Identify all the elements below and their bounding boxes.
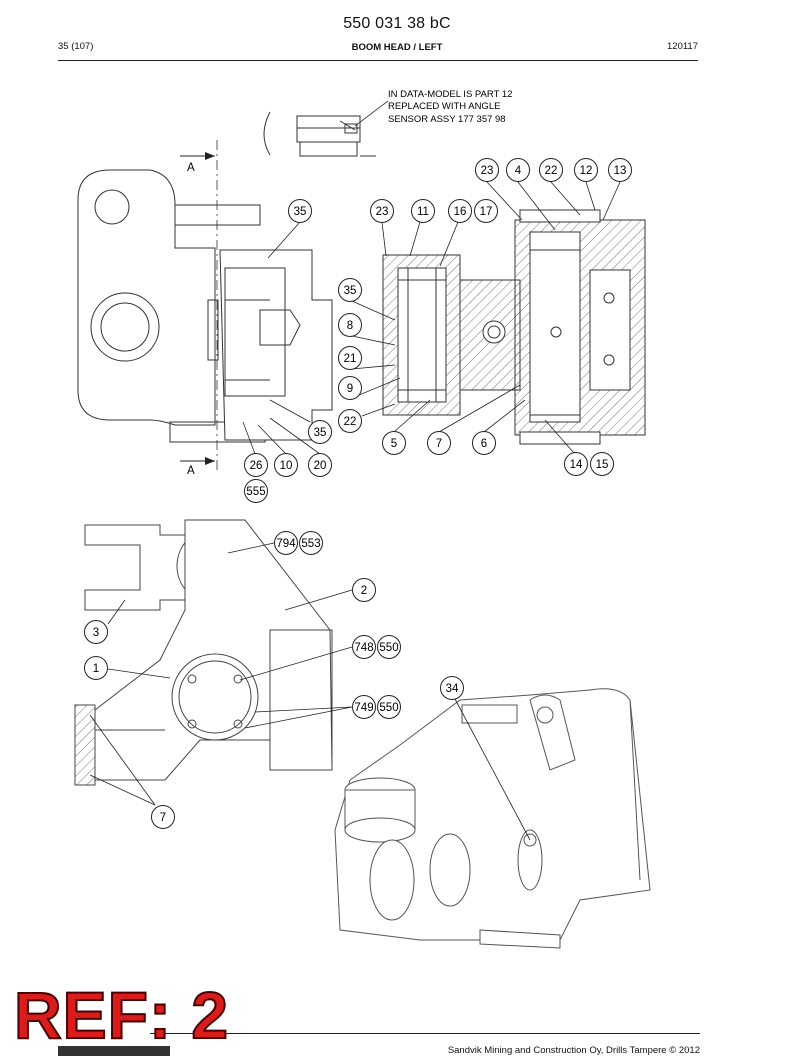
note-line-2: REPLACED WITH ANGLE: [388, 101, 500, 112]
callout-5: 5: [382, 431, 406, 455]
svg-text:35: 35: [294, 206, 307, 218]
svg-text:21: 21: [344, 353, 357, 365]
svg-text:2: 2: [361, 585, 367, 597]
callout-3: 3: [84, 620, 108, 644]
callout-6: 6: [472, 431, 496, 455]
svg-text:15: 15: [596, 459, 609, 471]
document-number: 550 031 38 bC: [343, 15, 451, 32]
svg-text:23: 23: [376, 206, 389, 218]
callout-1: 1: [84, 656, 108, 680]
callout-34: 34: [440, 676, 464, 700]
callout-35-c: 35: [308, 420, 332, 444]
svg-text:3: 3: [93, 627, 99, 639]
note-line-3: SENSOR ASSY 177 357 98: [388, 114, 506, 125]
header-divider: [58, 60, 698, 61]
callout-7-a: 7: [427, 431, 451, 455]
cylinder-section-left: [382, 254, 461, 416]
svg-text:749: 749: [354, 702, 373, 714]
svg-text:16: 16: [454, 206, 467, 218]
svg-text:35: 35: [344, 285, 357, 297]
bracket-plan-view: [74, 519, 333, 786]
callout-10: 10: [274, 453, 298, 477]
callout-35-a: 35: [288, 199, 312, 223]
callout-749: 749: [352, 695, 376, 719]
svg-text:A: A: [187, 465, 195, 477]
section-marker-bottom: A: [180, 457, 215, 477]
date-code: 120117: [667, 41, 698, 52]
callout-23-a: 23: [370, 199, 394, 223]
callout-550-b: 550: [377, 695, 401, 719]
svg-text:550: 550: [379, 702, 398, 714]
callout-15: 15: [590, 452, 614, 476]
svg-text:13: 13: [614, 165, 627, 177]
callout-35-b: 35: [338, 278, 362, 302]
callout-12: 12: [574, 158, 598, 182]
callout-748: 748: [352, 635, 376, 659]
svg-text:794: 794: [276, 538, 296, 550]
cylinder-section-right: [514, 209, 646, 445]
callout-2: 2: [352, 578, 376, 602]
cylinder-section-center: [459, 279, 521, 391]
section-marker-top: A: [180, 152, 215, 174]
callout-21: 21: [338, 346, 362, 370]
callout-13: 13: [608, 158, 632, 182]
svg-text:23: 23: [481, 165, 494, 177]
callout-4: 4: [506, 158, 530, 182]
svg-text:5: 5: [391, 438, 397, 450]
svg-text:22: 22: [545, 165, 558, 177]
leader-lines: [89, 181, 621, 841]
svg-text:26: 26: [250, 460, 263, 472]
svg-text:11: 11: [417, 206, 429, 218]
svg-text:4: 4: [515, 165, 522, 177]
footer-divider: [150, 1033, 700, 1034]
svg-text:553: 553: [301, 538, 320, 550]
svg-text:20: 20: [314, 460, 327, 472]
footer-copyright: Sandvik Mining and Construction Oy, Dril…: [447, 1045, 700, 1056]
svg-text:555: 555: [246, 486, 265, 498]
note-leader: [354, 100, 389, 127]
svg-text:748: 748: [354, 642, 373, 654]
callout-26: 26: [244, 453, 268, 477]
note-line-1: IN DATA-MODEL IS PART 12: [388, 89, 512, 100]
callout-23-b: 23: [475, 158, 499, 182]
svg-text:7: 7: [436, 438, 442, 450]
svg-text:A: A: [187, 162, 195, 174]
callout-794: 794: [274, 531, 298, 555]
svg-text:7: 7: [160, 812, 166, 824]
callout-22-b: 22: [338, 409, 362, 433]
svg-text:14: 14: [570, 459, 583, 471]
ref-stamp: REF: 2: [13, 978, 230, 1052]
boom-head-isometric: [334, 688, 651, 949]
svg-text:6: 6: [481, 438, 487, 450]
callout-9: 9: [338, 376, 362, 400]
page-reference: 35 (107): [58, 41, 94, 52]
svg-text:550: 550: [379, 642, 398, 654]
note-block: IN DATA-MODEL IS PART 12 REPLACED WITH A…: [388, 89, 512, 125]
svg-text:10: 10: [280, 460, 293, 472]
callout-22-a: 22: [539, 158, 563, 182]
callout-550-a: 550: [377, 635, 401, 659]
svg-text:1: 1: [93, 663, 99, 675]
callout-8: 8: [338, 313, 362, 337]
svg-text:8: 8: [347, 320, 353, 332]
boom-head-side-view: [77, 169, 333, 443]
svg-text:12: 12: [580, 165, 593, 177]
callout-17: 17: [474, 199, 498, 223]
section-title: BOOM HEAD / LEFT: [351, 42, 443, 53]
callout-11: 11: [411, 199, 435, 223]
svg-text:22: 22: [344, 416, 357, 428]
svg-text:17: 17: [480, 206, 493, 218]
callout-555: 555: [244, 479, 268, 503]
angle-sensor-detail: [263, 111, 376, 157]
callout-16: 16: [448, 199, 472, 223]
callout-7-b: 7: [151, 805, 175, 829]
callout-14: 14: [564, 452, 588, 476]
svg-text:9: 9: [347, 383, 353, 395]
svg-text:35: 35: [314, 427, 327, 439]
callout-20: 20: [308, 453, 332, 477]
brand-logo: [58, 1046, 170, 1056]
callout-553: 553: [299, 531, 323, 555]
svg-text:34: 34: [446, 683, 459, 695]
